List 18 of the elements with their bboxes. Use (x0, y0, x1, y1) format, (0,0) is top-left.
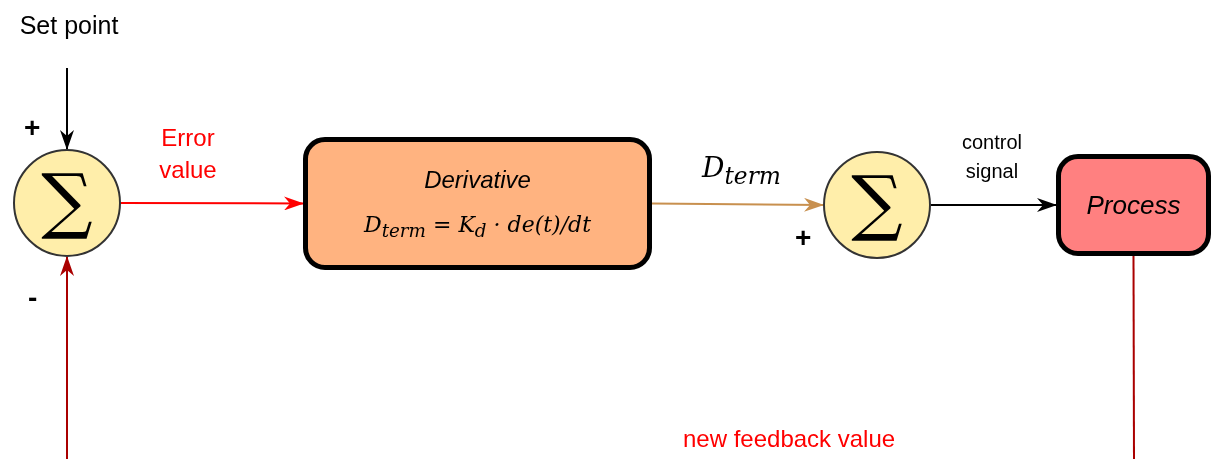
arrow (651, 197, 824, 212)
process-box (303, 137, 652, 270)
input-label: Set point (19, 10, 119, 40)
edge-label: D$_{term}$ (702, 154, 781, 188)
edge-label: control signal (961, 130, 1023, 184)
arrow (930, 198, 1057, 212)
process-box (1056, 154, 1211, 256)
signal-label: new feedback value (683, 425, 896, 453)
sign-label: - (28, 282, 38, 314)
arrow (60, 67, 74, 150)
formula: D$_{term}$ = K$_{d}$ · de(t)/dt (364, 211, 591, 242)
arrow (60, 256, 74, 459)
block-title: Derivative (424, 165, 531, 194)
edge-label: Error value (158, 123, 218, 186)
block-title: Process (1086, 189, 1181, 221)
sign-label: + (24, 112, 41, 144)
arrow (120, 196, 304, 211)
sign-label: + (795, 222, 812, 254)
